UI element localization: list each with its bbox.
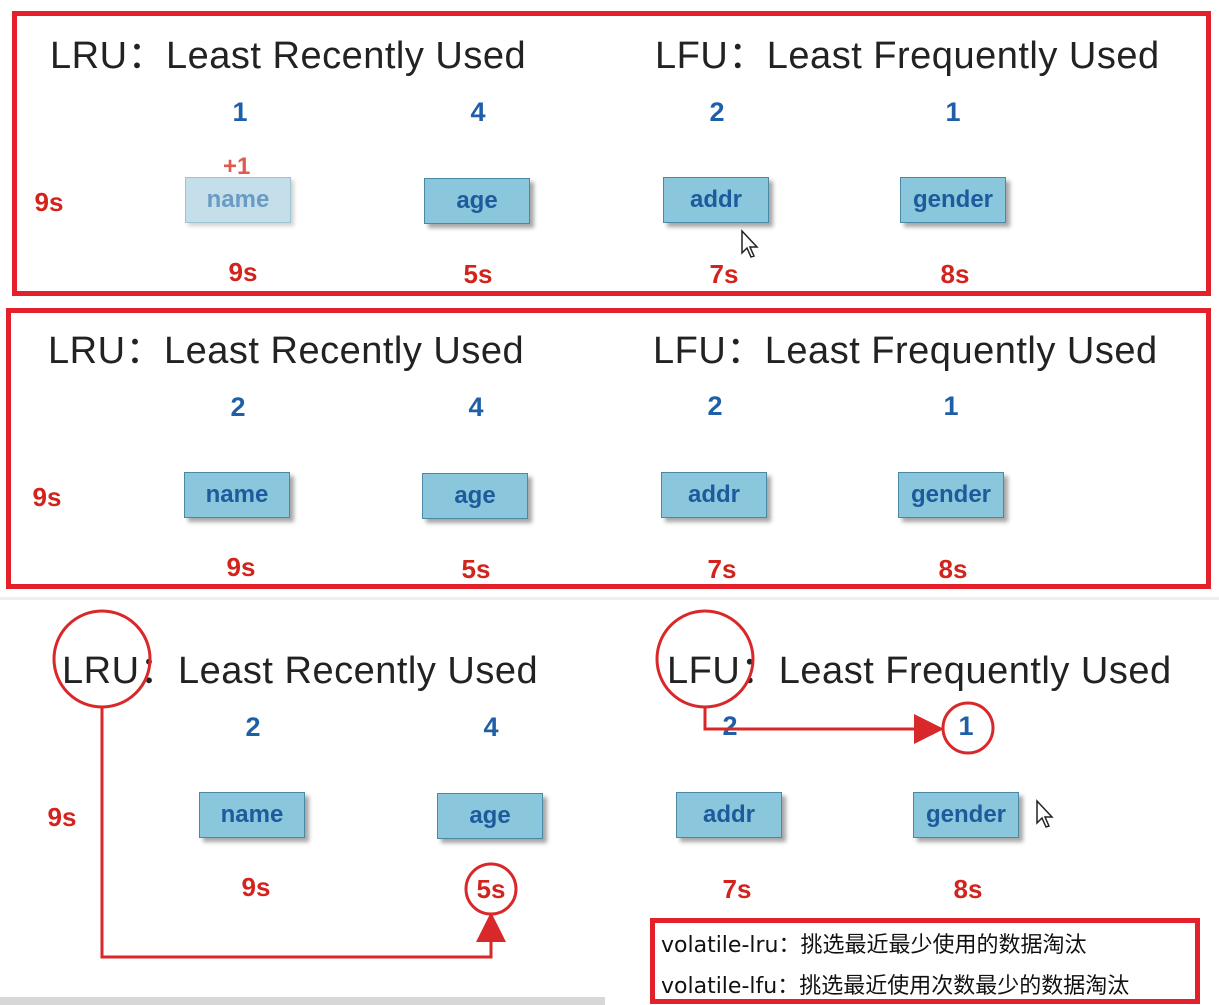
mouse-cursor-icon: [741, 229, 759, 258]
panel-2-count-age: 4: [468, 392, 484, 422]
panel-2-count-addr: 2: [707, 391, 723, 421]
panel-2-key-addr: addr: [661, 472, 767, 518]
panel-1-count-name: 1: [232, 97, 248, 127]
panel-3-count-age: 4: [483, 712, 499, 742]
panel-2-count-name: 2: [230, 392, 246, 422]
panel-1-time-age: 5s: [463, 259, 493, 289]
panel-3-time-name: 9s: [241, 872, 271, 902]
panel-3-lru-title: LRU：Least Recently Used: [62, 650, 539, 692]
panel-2-count-gender: 1: [943, 391, 959, 421]
panel-2-time-name: 9s: [226, 552, 256, 582]
panel-1-lfu-title: LFU：Least Frequently Used: [655, 35, 1160, 77]
panel-1-key-name: name: [185, 177, 291, 223]
panel-3-key-name: name: [199, 792, 305, 838]
policy-legend-box: volatile-lru：挑选最近最少使用的数据淘汰 volatile-lfu：…: [650, 918, 1200, 1004]
panel-2-lru-title: LRU：Least Recently Used: [48, 330, 525, 372]
mouse-cursor-icon: [1036, 799, 1054, 828]
panel-2-key-name: name: [184, 472, 290, 518]
panel-3-count-name: 2: [245, 712, 261, 742]
bottom-gray-bar: [0, 997, 605, 1005]
panel-1-key-age: age: [424, 178, 530, 224]
panel-3-now-time: 9s: [47, 802, 77, 832]
panel-1-time-addr: 7s: [709, 259, 739, 289]
panel-1-count-gender: 1: [945, 97, 961, 127]
legend-volatile-lru: volatile-lru：挑选最近最少使用的数据淘汰: [661, 933, 1087, 958]
panel-2-frame: [6, 308, 1211, 589]
panel-2-lfu-title: LFU：Least Frequently Used: [653, 330, 1158, 372]
panel-3-count-gender: 1: [958, 711, 974, 741]
panel-2-key-gender: gender: [898, 472, 1004, 518]
panel-1-lru-title: LRU：Least Recently Used: [50, 35, 527, 77]
panel-3-key-age: age: [437, 793, 543, 839]
panel-2-now-time: 9s: [32, 482, 62, 512]
panel-1-count-addr: 2: [709, 97, 725, 127]
panel-1-time-name: 9s: [228, 257, 258, 287]
panel-2-time-addr: 7s: [707, 554, 737, 584]
panel-divider: [0, 597, 1219, 600]
panel-2-time-gender: 8s: [938, 554, 968, 584]
panel-2-key-age: age: [422, 473, 528, 519]
panel-3-time-gender: 8s: [953, 874, 983, 904]
panel-1-key-addr: addr: [663, 177, 769, 223]
panel-3-key-addr: addr: [676, 792, 782, 838]
panel-1-time-gender: 8s: [940, 259, 970, 289]
panel-3-time-age: 5s: [476, 874, 506, 904]
panel-3-key-gender: gender: [913, 792, 1019, 838]
panel-3-time-addr: 7s: [722, 874, 752, 904]
panel-3-count-addr: 2: [722, 711, 738, 741]
panel-2-time-age: 5s: [461, 554, 491, 584]
legend-volatile-lfu: volatile-lfu：挑选最近使用次数最少的数据淘汰: [661, 974, 1130, 999]
panel-1-key-gender: gender: [900, 177, 1006, 223]
panel-1-now-time: 9s: [34, 187, 64, 217]
panel-1-increment-label: +1: [223, 153, 251, 180]
panel-3-lfu-title: LFU：Least Frequently Used: [667, 650, 1172, 692]
panel-1-frame: [12, 11, 1211, 296]
panel-1-count-age: 4: [470, 97, 486, 127]
